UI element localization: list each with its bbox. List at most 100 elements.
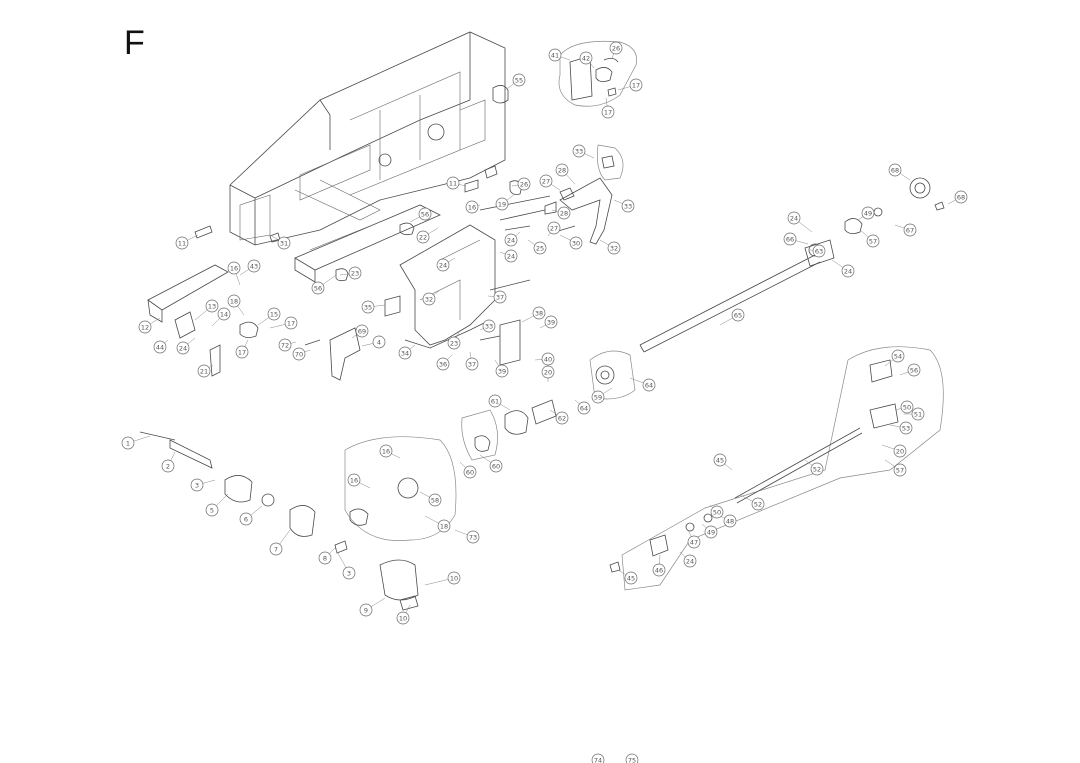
part-callout: 57 bbox=[893, 463, 907, 477]
callout-number: 74 bbox=[594, 757, 602, 763]
part-callout: 24 bbox=[504, 233, 518, 247]
central-frame bbox=[384, 224, 531, 366]
callout-circle bbox=[121, 436, 135, 450]
part-callout: 13 bbox=[205, 299, 219, 313]
callout-number: 31 bbox=[280, 240, 288, 248]
callout-number: 11 bbox=[449, 180, 457, 188]
callout-number: 8 bbox=[323, 555, 327, 563]
callout-circle bbox=[899, 421, 913, 435]
callout-number: 18 bbox=[440, 523, 448, 531]
callout-number: 53 bbox=[902, 425, 910, 433]
callout-circle bbox=[731, 308, 745, 322]
callout-circle bbox=[495, 364, 509, 378]
part-callout: 58 bbox=[428, 493, 442, 507]
part-callout: 30 bbox=[569, 236, 583, 250]
part-callout: 33 bbox=[621, 199, 635, 213]
gear-65-group bbox=[589, 350, 636, 400]
callout-number: 20 bbox=[544, 369, 552, 377]
callout-number: 16 bbox=[350, 477, 358, 485]
part-callout: 56 bbox=[311, 281, 325, 295]
callout-number: 24 bbox=[686, 558, 694, 566]
part-callout: 24 bbox=[683, 554, 697, 568]
callout-number: 6 bbox=[244, 516, 248, 524]
part-callout: 72 bbox=[278, 338, 292, 352]
callout-number: 57 bbox=[896, 467, 904, 475]
callout-circle bbox=[512, 73, 526, 87]
callout-circle bbox=[624, 571, 638, 585]
part-callout: 65 bbox=[731, 308, 745, 322]
part-callout: 2 bbox=[161, 459, 175, 473]
part-callout: 16 bbox=[347, 473, 361, 487]
callout-number: 24 bbox=[507, 253, 515, 261]
callout-number: 26 bbox=[520, 181, 528, 189]
part-callout: 70 bbox=[292, 347, 306, 361]
part-callout: 24 bbox=[176, 341, 190, 355]
callout-number: 57 bbox=[869, 238, 877, 246]
part-callout: 57 bbox=[866, 234, 880, 248]
callout-circle bbox=[446, 176, 460, 190]
callout-number: 55 bbox=[515, 77, 523, 85]
lower-rail-assembly bbox=[294, 204, 441, 283]
part-callout: 31 bbox=[277, 236, 291, 250]
part-callout: 52 bbox=[810, 462, 824, 476]
callout-number: 13 bbox=[208, 303, 216, 311]
callout-number: 26 bbox=[612, 45, 620, 53]
callout-number: 33 bbox=[624, 203, 632, 211]
callout-number: 17 bbox=[604, 109, 612, 117]
part-callout: 45 bbox=[713, 453, 727, 467]
callout-number: 56 bbox=[314, 285, 322, 293]
callout-number: 24 bbox=[507, 237, 515, 245]
callout-circle bbox=[572, 144, 586, 158]
callout-circle bbox=[579, 51, 593, 65]
callout-circle bbox=[533, 241, 547, 255]
part-callout: 67 bbox=[903, 223, 917, 237]
callout-number: 64 bbox=[580, 405, 588, 413]
callout-number: 51 bbox=[914, 411, 922, 419]
part-callout: 50 bbox=[710, 505, 724, 519]
callout-number: 17 bbox=[287, 320, 295, 328]
callout-circle bbox=[504, 249, 518, 263]
callout-number: 41 bbox=[551, 52, 559, 60]
part-callout: 4 bbox=[372, 335, 386, 349]
callout-circle bbox=[379, 444, 393, 458]
callout-circle bbox=[601, 105, 615, 119]
callout-circle bbox=[591, 390, 605, 404]
part-callout: 11 bbox=[446, 176, 460, 190]
callout-circle bbox=[447, 571, 461, 585]
callout-circle bbox=[284, 316, 298, 330]
callout-circle bbox=[591, 753, 605, 763]
callout-number: 24 bbox=[439, 262, 447, 270]
part-callout: 56 bbox=[907, 363, 921, 377]
callout-number: 25 bbox=[536, 245, 544, 253]
callout-number: 5 bbox=[210, 507, 214, 515]
part-callout: 18 bbox=[437, 519, 451, 533]
callout-circle bbox=[861, 206, 875, 220]
callout-circle bbox=[787, 211, 801, 225]
callout-number: 67 bbox=[906, 227, 914, 235]
callout-number: 28 bbox=[558, 167, 566, 175]
part-callout: 17 bbox=[284, 316, 298, 330]
callout-circle bbox=[893, 463, 907, 477]
part-callout: 25 bbox=[533, 241, 547, 255]
callout-number: 52 bbox=[813, 466, 821, 474]
callout-number: 22 bbox=[419, 234, 427, 242]
callout-circle bbox=[267, 307, 281, 321]
part-callout: 12 bbox=[138, 320, 152, 334]
callout-circle bbox=[713, 453, 727, 467]
callout-circle bbox=[903, 223, 917, 237]
callout-circle bbox=[907, 363, 921, 377]
callout-number: 4 bbox=[377, 339, 381, 347]
callout-circle bbox=[235, 345, 249, 359]
callout-circle bbox=[436, 258, 450, 272]
callout-circle bbox=[436, 357, 450, 371]
callout-circle bbox=[205, 299, 219, 313]
callout-circle bbox=[482, 319, 496, 333]
callout-circle bbox=[489, 459, 503, 473]
part-callout: 28 bbox=[557, 206, 571, 220]
callout-circle bbox=[557, 206, 571, 220]
callout-number: 66 bbox=[786, 236, 794, 244]
callout-number: 72 bbox=[281, 342, 289, 350]
callout-number: 9 bbox=[364, 607, 368, 615]
